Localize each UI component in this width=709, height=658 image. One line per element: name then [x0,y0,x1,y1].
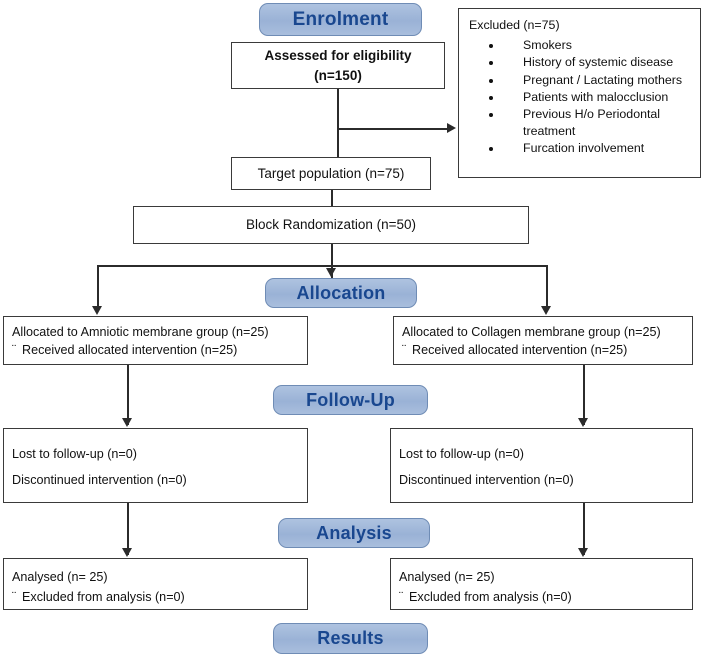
banner-allocation: Allocation [265,278,417,308]
banner-followup: Follow-Up [273,385,428,415]
bullet-dash-icon: ¨ [12,590,17,605]
arrowhead-followup-left [122,418,132,427]
bullet-dash-icon: ¨ [399,590,404,605]
connector-allocation-left-down [97,265,99,310]
analysis-left-line-2: ¨Excluded from analysis (n=0) [12,587,299,607]
connector-allocation-split [97,265,547,267]
box-followup-left: Lost to follow-up (n=0) Discontinued int… [3,428,308,503]
banner-analysis-label: Analysis [316,522,392,543]
assessed-line-2: (n=150) [314,67,362,83]
banner-enrolment: Enrolment [259,3,422,36]
connector-allocation-right-down [546,265,548,310]
banner-followup-label: Follow-Up [306,389,395,410]
analysis-right-line-1: Analysed (n= 25) [399,570,495,584]
connector-assessed-down [337,89,339,161]
arrowhead-to-allocation-banner [326,268,336,277]
bullet-dash-icon: ¨ [12,343,17,358]
arrowhead-followup-right [578,418,588,427]
connector-randomization-down [331,244,333,291]
excluded-title: Excluded (n=75) [469,18,560,32]
box-followup-right: Lost to follow-up (n=0) Discontinued int… [390,428,693,503]
allocation-right-line-1: Allocated to Collagen membrane group (n=… [402,325,661,339]
arrowhead-allocation-right [541,306,551,315]
box-allocation-right: Allocated to Collagen membrane group (n=… [393,316,693,365]
allocation-right-line-2: ¨Received allocated intervention (n=25) [402,341,684,359]
followup-left-line-1: Lost to follow-up (n=0) [12,447,137,461]
banner-analysis: Analysis [278,518,430,548]
connector-left-alloc-to-followup [127,365,129,425]
excluded-item: History of systemic disease [489,54,694,70]
box-block-randomization: Block Randomization (n=50) [133,206,529,244]
connector-left-followup-to-analysis [127,503,129,555]
bullet-dash-icon: ¨ [402,343,407,358]
excluded-item: Previous H/o Periodontal treatment [489,106,694,139]
excluded-item: Pregnant / Lactating mothers [489,72,694,88]
excluded-item: Furcation involvement [489,140,694,156]
allocation-left-line-1: Allocated to Amniotic membrane group (n=… [12,325,269,339]
excluded-item: Smokers [489,37,694,53]
box-assessed-for-eligibility: Assessed for eligibility (n=150) [231,42,445,89]
banner-results: Results [273,623,428,654]
banner-enrolment-label: Enrolment [292,8,389,30]
arrowhead-to-excluded [447,123,456,133]
box-allocation-left: Allocated to Amniotic membrane group (n=… [3,316,308,365]
banner-allocation-label: Allocation [296,282,386,303]
connector-target-to-randomization [331,190,333,207]
box-excluded: Excluded (n=75) Smokers History of syste… [458,8,701,178]
allocation-left-line-2: ¨Received allocated intervention (n=25) [12,341,299,359]
followup-left-line-2: Discontinued intervention (n=0) [12,473,187,488]
arrowhead-analysis-left [122,548,132,557]
banner-results-label: Results [317,628,384,648]
block-randomization-label: Block Randomization (n=50) [246,217,416,233]
excluded-item: Patients with malocclusion [489,89,694,105]
arrowhead-allocation-left [92,306,102,315]
box-analysis-left: Analysed (n= 25) ¨Excluded from analysis… [3,558,308,610]
connector-right-followup-to-analysis [583,503,585,555]
box-target-population: Target population (n=75) [231,157,431,190]
followup-right-line-1: Lost to follow-up (n=0) [399,447,524,461]
arrowhead-analysis-right [578,548,588,557]
analysis-right-line-2: ¨Excluded from analysis (n=0) [399,587,684,607]
assessed-line-1: Assessed for eligibility [264,47,412,63]
box-analysis-right: Analysed (n= 25) ¨Excluded from analysis… [390,558,693,610]
analysis-left-line-1: Analysed (n= 25) [12,570,108,584]
connector-right-alloc-to-followup [583,365,585,425]
target-population-label: Target population (n=75) [257,165,405,181]
followup-right-line-2: Discontinued intervention (n=0) [399,473,574,488]
connector-branch-to-excluded [337,128,447,130]
excluded-list: Smokers History of systemic disease Preg… [467,37,694,157]
